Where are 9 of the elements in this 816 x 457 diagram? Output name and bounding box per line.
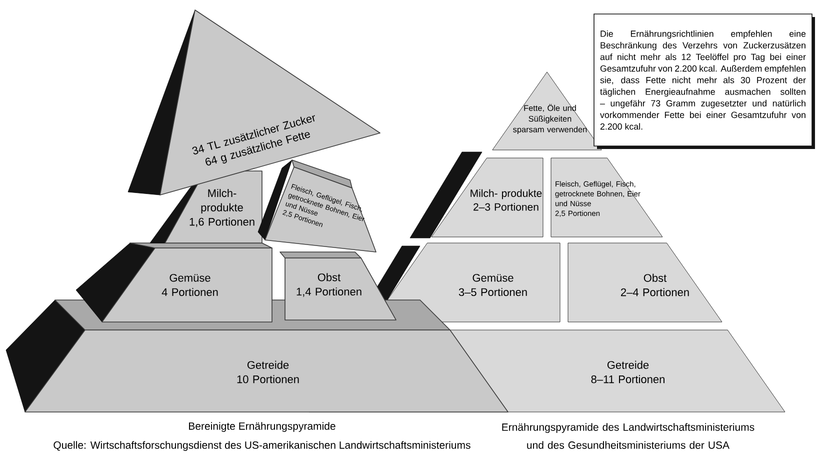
pyramid-block: Gemüse 4 Portionen xyxy=(76,242,272,322)
caption: Bereinigte Ernährungspyramide xyxy=(189,422,336,432)
pyramid-block: Obst 2–4 Portionen xyxy=(568,242,722,322)
caption: Ernährungspyramide des Landwirtschaftsministeriums und des Gesundheitsministeriums der USA xyxy=(502,423,754,449)
pyramid-block: Gemüse 3–5 Portionen xyxy=(372,242,560,322)
pyramid-block: Obst 1,4 Portionen xyxy=(280,252,396,320)
caption: Quelle: Wirtschaftsforschungsdienst des US-amerikanischen Landwirtschaftsministeriums xyxy=(54,441,470,451)
pyramid-block: Milch- produkte 2–3 Portionen xyxy=(431,158,544,238)
note-box: Die Ernährungsrichtlinien empfehlen eine Beschränkung des Verzehrs von Zuckerzusätzen auf nicht mehr als 12 Teelöffel pro Tag bei einer Gesamtzufuhr von 2.200 kcal. Außerdem empfehlen sie, dass Fette nicht mehr als 30 Prozent der täglichen Energieaufnahme ausmachen sollten – ungefähr 73 Gramm zugesetzter und natürlich vorkommender Fette bei einer Gesamtzufuhr von 2.200 kcal. xyxy=(594,14,815,149)
